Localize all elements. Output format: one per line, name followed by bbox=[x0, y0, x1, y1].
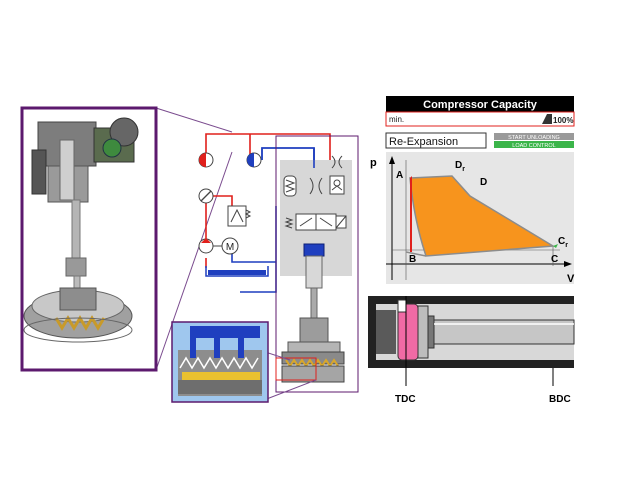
zoom-line-bottom bbox=[155, 151, 233, 371]
capacity-bar bbox=[385, 111, 575, 127]
pump-icon bbox=[198, 238, 214, 254]
p-axis-label: p bbox=[370, 157, 377, 169]
throttle-upper-icon bbox=[331, 155, 343, 169]
unloader-3d-view bbox=[20, 106, 233, 372]
hydraulic-schematic: M bbox=[171, 133, 359, 401]
pv-diagram: p V A B C D Dr Cr bbox=[370, 152, 575, 285]
throttle-icon bbox=[309, 177, 323, 195]
capacity-max-label: 100% bbox=[553, 116, 573, 125]
start-unloading-label: START UNLOADING bbox=[508, 135, 560, 141]
piston-crown bbox=[417, 305, 429, 359]
unloader-schematic-frame bbox=[275, 135, 359, 393]
point-d-label: D bbox=[480, 177, 487, 188]
motor-label: M bbox=[226, 242, 234, 253]
start-unloading-button[interactable] bbox=[494, 133, 574, 140]
load-control-label: LOAD CONTROL bbox=[512, 143, 555, 149]
load-control-button[interactable] bbox=[494, 141, 574, 148]
stem-coupling bbox=[65, 257, 87, 277]
bdc-label: BDC bbox=[549, 394, 571, 405]
v-axis-label: V bbox=[567, 273, 575, 285]
capacity-title: Compressor Capacity bbox=[423, 99, 538, 111]
detail-marker bbox=[275, 357, 317, 381]
unloader-stem bbox=[71, 199, 81, 261]
pressure-gauge-red-icon bbox=[198, 152, 214, 168]
actuator-head bbox=[31, 117, 139, 203]
point-c-label: C bbox=[551, 254, 558, 265]
pv-red-segment bbox=[410, 176, 412, 252]
capacity-title-bar bbox=[386, 96, 574, 112]
mode-label: Re-Expansion bbox=[389, 136, 458, 148]
actuator-piston bbox=[303, 243, 325, 257]
cr-marker bbox=[553, 244, 558, 248]
cylinder-section: TDC BDC bbox=[368, 296, 575, 405]
accumulator-icon bbox=[283, 175, 297, 197]
actuator-cylinder bbox=[305, 255, 323, 289]
capacity-panel: Compressor Capacity min. 100% Re-Expansi… bbox=[385, 96, 575, 149]
tdc-label: TDC bbox=[395, 394, 416, 405]
point-b-label: B bbox=[409, 254, 416, 265]
relief-valve-icon bbox=[227, 205, 252, 227]
point-cr-label: Cr bbox=[558, 236, 568, 249]
point-dr-label: Dr bbox=[455, 160, 465, 173]
unloader-body bbox=[281, 317, 345, 383]
capacity-min-label: min. bbox=[389, 115, 404, 124]
p-axis-arrow bbox=[389, 156, 395, 164]
flow-meter-icon bbox=[198, 188, 214, 204]
capacity-level-indicator bbox=[542, 114, 552, 124]
tank bbox=[205, 266, 269, 277]
solenoid-valve-icon bbox=[284, 213, 347, 231]
check-valve-icon bbox=[329, 175, 345, 195]
v-axis-arrow bbox=[564, 261, 572, 267]
suction-port bbox=[397, 299, 407, 313]
point-a-label: A bbox=[396, 170, 403, 181]
mode-display bbox=[385, 132, 487, 149]
valve-detail-inset bbox=[171, 321, 269, 403]
valve-plate bbox=[23, 287, 133, 343]
zoom-line-top bbox=[155, 107, 233, 133]
motor-icon: M bbox=[221, 237, 239, 255]
tank-oil bbox=[208, 270, 266, 275]
valve-pocket bbox=[376, 310, 396, 354]
pressure-gauge-blue-icon bbox=[246, 152, 262, 168]
